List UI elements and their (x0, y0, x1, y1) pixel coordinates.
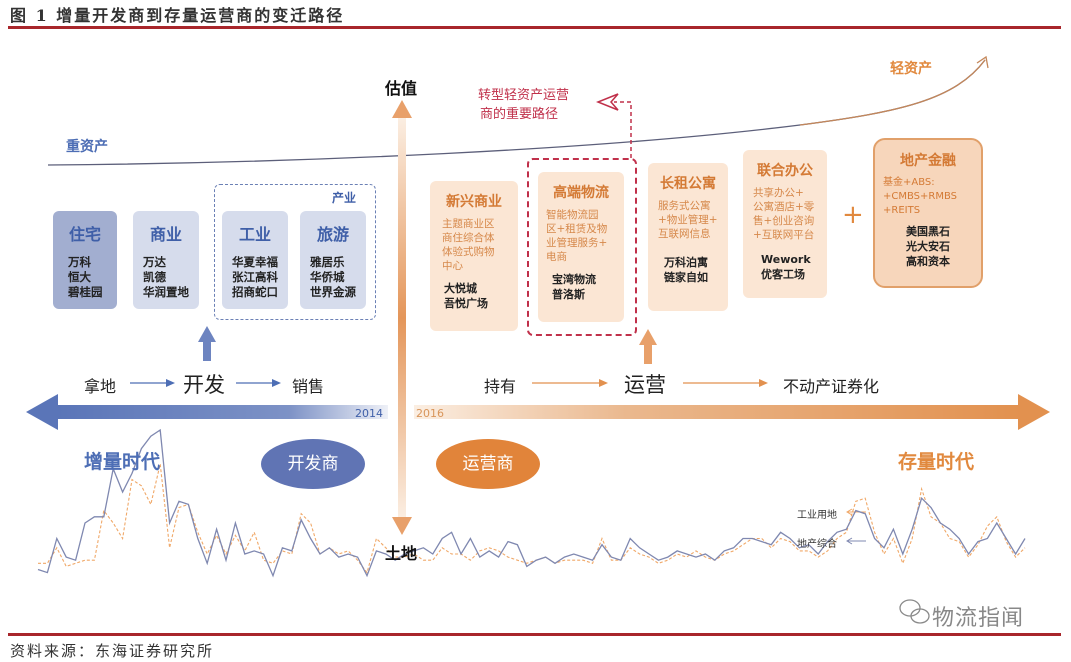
flow-arrow-icon (166, 379, 175, 387)
box-description: 智能物流园 区+租赁及物 业管理服务+ 电商 (546, 209, 608, 263)
source-note: 资料来源：东海证券研究所 (10, 642, 215, 660)
arrow-up-blue-icon (198, 326, 216, 361)
box-title: 联合办公 (757, 163, 813, 179)
top-rule (8, 26, 1061, 29)
legend-industrial-land: 工业用地 (797, 510, 837, 521)
box-high-end-logistics: 高端物流 智能物流园 区+租赁及物 业管理服务+ 电商 宝湾物流 普洛斯 (538, 172, 624, 322)
company-list: 万科泊寓 链家自如 (664, 256, 708, 284)
watermark-text: 物流指闻 (932, 606, 1025, 631)
chart-series-line (38, 463, 1026, 574)
transform-note-line2: 商的重要路径 (480, 107, 559, 122)
figure-title: 图 1 增量开发商到存量运营商的变迁路径 (10, 6, 345, 25)
vertical-axis-bar (398, 118, 406, 518)
flow-step-sell: 销售 (292, 377, 325, 396)
heavy-asset-label: 重资产 (66, 139, 108, 155)
company-list: 美国黑石 光大安石 高和资本 (906, 225, 950, 268)
box-description: 服务式公寓 +物业管理+ 互联网信息 (658, 200, 718, 240)
box-industrial: 工业 华夏幸福 张江高科 招商蛇口 (222, 211, 288, 309)
flow-step-acquire: 拿地 (84, 377, 117, 396)
arrow-up-orange-icon (639, 329, 657, 364)
arrow-up-icon (392, 100, 412, 118)
flow-step-securitize: 不动产证券化 (783, 377, 880, 396)
box-co-working: 联合办公 共享办公+ 公寓酒店+零 售+创业咨询 +互联网平台 Wework 优… (743, 150, 827, 298)
industry-group-label: 产业 (332, 191, 357, 205)
company-list: 大悦城 吾悦广场 (444, 282, 488, 310)
year-2014: 2014 (355, 407, 383, 420)
background-line-chart (37, 428, 1026, 578)
curve-arrowhead-icon (976, 55, 989, 69)
chevron-left-icon (595, 93, 619, 111)
axis-top-label: 估值 (385, 79, 418, 98)
box-description: 基金+ABS: +CMBS+RMBS +REITS (883, 177, 958, 216)
box-tourism: 旅游 雅居乐 华侨城 世界金源 (300, 211, 366, 309)
legend-real-estate-composite: 地产综合 (797, 539, 837, 550)
arrow-down-icon (392, 517, 412, 535)
industry-group (214, 184, 376, 320)
box-emerging-commercial: 新兴商业 主题商业区 商住综合体 体验式购物 中心 大悦城 吾悦广场 (430, 181, 518, 331)
era-incremental: 增量时代 (84, 451, 161, 473)
chart-series-line (37, 428, 1026, 578)
arrow-left-icon (26, 394, 58, 430)
blue-timeline-bar (58, 405, 388, 419)
transform-note: 转型轻资产运营 商的重要路径 (478, 86, 569, 124)
box-description: 共享办公+ 公寓酒店+零 售+创业咨询 +互联网平台 (753, 187, 815, 241)
company-list: 宝湾物流 普洛斯 (552, 273, 596, 301)
flow-arrow-icon (272, 379, 281, 387)
transform-note-line1: 转型轻资产运营 (478, 88, 570, 103)
role-operator: 运营商 (436, 439, 540, 489)
company-list: 万达 凯德 华润置地 (143, 255, 189, 299)
arrow-right-icon (1018, 394, 1050, 430)
box-title: 新兴商业 (446, 194, 502, 210)
company-list: 雅居乐 华侨城 世界金源 (310, 255, 356, 299)
flow-arrow-icon (759, 379, 768, 387)
box-residential: 住宅 万科 恒大 碧桂园 (53, 211, 117, 309)
box-title: 住宅 (68, 225, 101, 244)
role-developer: 开发商 (261, 439, 365, 489)
box-title: 商业 (149, 225, 182, 244)
box-long-term-rental: 长租公寓 服务式公寓 +物业管理+ 互联网信息 万科泊寓 链家自如 (648, 163, 728, 311)
flow-step-develop: 开发 (183, 373, 225, 397)
company-list: 华夏幸福 张江高科 招商蛇口 (232, 255, 278, 299)
company-list: Wework 优客工场 (761, 253, 811, 281)
company-list: 万科 恒大 碧桂园 (68, 255, 103, 299)
box-commercial: 商业 万达 凯德 华润置地 (133, 211, 199, 309)
box-title: 长租公寓 (660, 176, 716, 192)
flow-arrow-icon (599, 379, 608, 387)
box-real-estate-finance: 地产金融 基金+ABS: +CMBS+RMBS +REITS 美国黑石 光大安石… (873, 138, 983, 288)
wechat-icon (899, 599, 930, 624)
box-title: 工业 (238, 225, 271, 244)
axis-bottom-label: 土地 (385, 544, 418, 563)
bottom-rule (8, 633, 1061, 636)
era-stock: 存量时代 (898, 451, 975, 473)
light-asset-label: 轻资产 (890, 61, 932, 77)
key-path-highlight (527, 158, 637, 336)
box-description: 主题商业区 商住综合体 体验式购物 中心 (442, 218, 495, 272)
box-title: 地产金融 (900, 153, 956, 169)
year-2016: 2016 (416, 407, 444, 420)
box-title: 旅游 (316, 225, 349, 244)
flow-step-hold: 持有 (484, 377, 517, 396)
plus-icon: + (842, 200, 864, 230)
orange-timeline-bar (414, 405, 1020, 419)
flow-step-operate: 运营 (624, 373, 666, 397)
box-title: 高端物流 (553, 185, 609, 201)
